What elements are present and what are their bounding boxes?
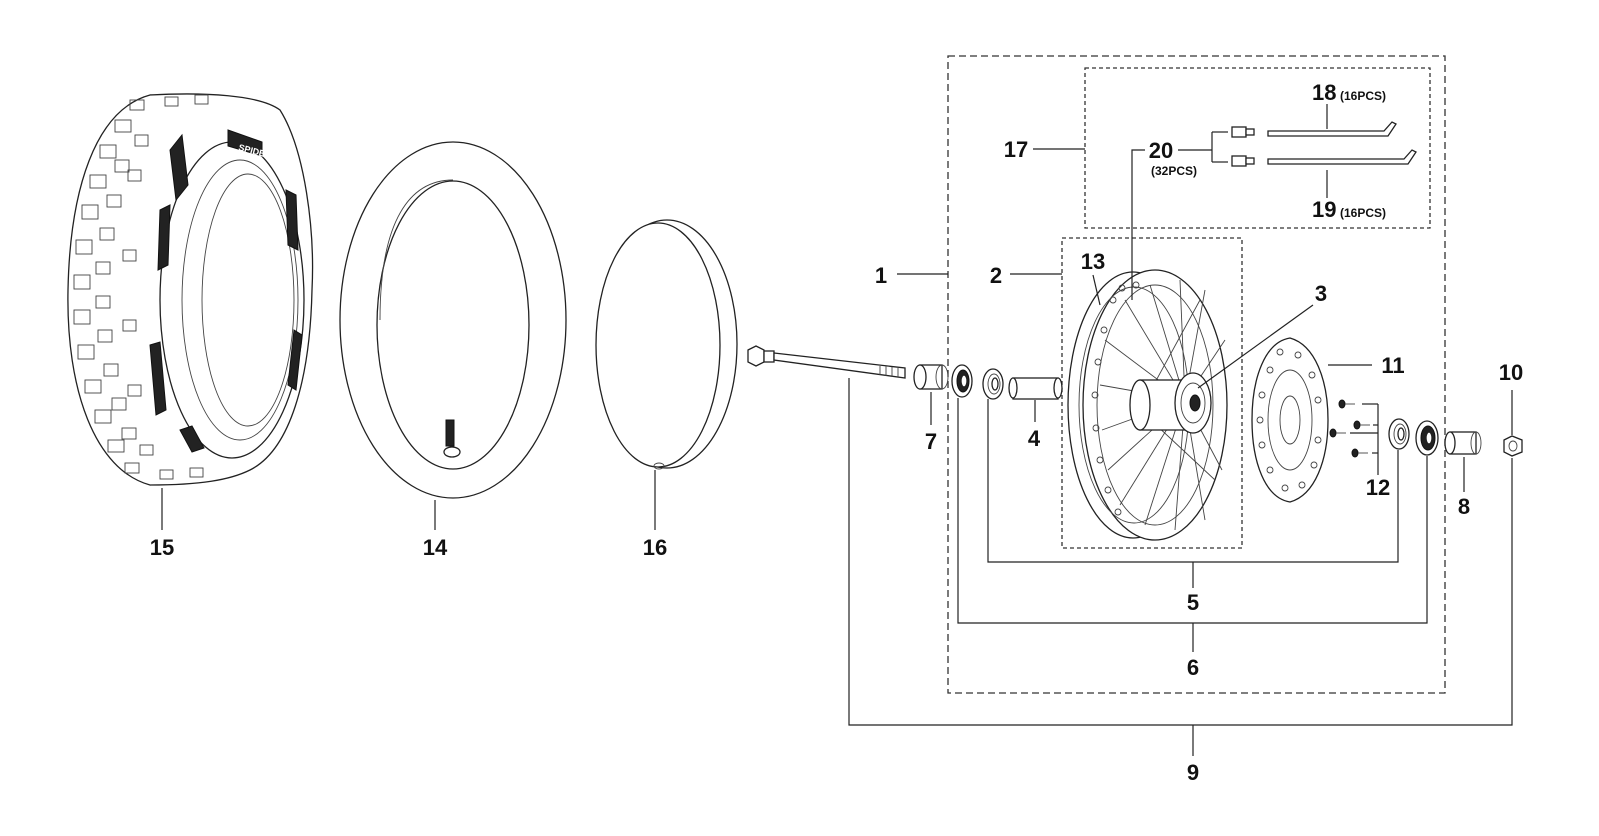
callout-13: 13 [1081,249,1105,274]
callout-18-qty: (16PCS) [1340,89,1386,103]
leader-lines [161,104,1513,756]
callout-19: 19 [1312,197,1336,222]
bearing-left-outer [951,364,973,398]
rim-strip [595,219,738,470]
disc-bolts [1329,399,1370,458]
bearing-right-inner [1388,418,1410,450]
spoke-nipple-1 [1231,126,1255,138]
callout-8: 8 [1458,494,1470,519]
wheel [1067,269,1228,541]
callout-9: 9 [1187,760,1199,785]
spoke-19 [1267,149,1417,165]
callout-17: 17 [1004,137,1028,162]
callout-12: 12 [1366,475,1390,500]
callout-1: 1 [875,263,887,288]
callout-4: 4 [1028,426,1041,451]
spoke-nipple-2 [1231,155,1255,167]
spacer-7 [913,364,949,390]
valve-stem [445,419,455,447]
callout-7: 7 [925,429,937,454]
bearing-left-inner [982,368,1004,400]
callout-15: 15 [150,535,174,560]
axle [747,345,906,379]
tire: SPIDER [67,93,314,486]
axle-nut [1503,435,1523,457]
bearing-right-outer [1415,420,1439,456]
brake-disc [1251,337,1329,503]
callout-19-qty: (16PCS) [1340,206,1386,220]
callout-16: 16 [643,535,667,560]
callout-2: 2 [990,263,1002,288]
callout-10: 10 [1499,360,1523,385]
spoke-18 [1267,121,1397,137]
callout-6: 6 [1187,655,1199,680]
hub-spacer [1008,377,1063,400]
callout-20-qty: (32PCS) [1151,164,1197,178]
callout-3: 3 [1315,281,1327,306]
callout-20: 20 [1149,138,1173,163]
inner-tube [339,141,567,499]
callout-11: 11 [1381,353,1404,378]
callout-5: 5 [1187,590,1199,615]
spacer-8 [1444,431,1482,455]
callout-18: 18 [1312,80,1336,105]
callout-14: 14 [423,535,448,560]
